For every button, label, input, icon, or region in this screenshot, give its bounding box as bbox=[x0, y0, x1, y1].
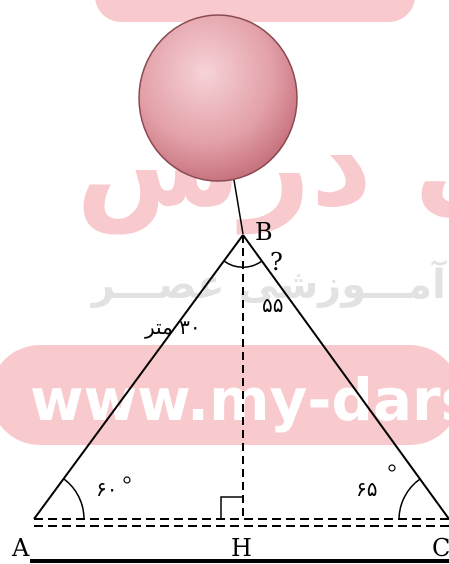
label-C: C bbox=[432, 534, 449, 562]
right-angle-marker bbox=[220, 496, 243, 519]
balloon-shape bbox=[138, 14, 298, 182]
watermark-url: www.my-dars bbox=[30, 366, 449, 434]
angle-C-label: ۶۵ bbox=[356, 477, 377, 501]
side-length-label: ۳۰ متر bbox=[144, 315, 201, 339]
triangle bbox=[33, 234, 449, 520]
label-A: A bbox=[11, 534, 30, 562]
angle-A-arc bbox=[63, 478, 85, 520]
degree-symbol-C bbox=[388, 464, 396, 472]
angle-A-label: ۶۰ bbox=[96, 477, 117, 501]
side-AB bbox=[33, 234, 244, 520]
question-mark: ? bbox=[270, 248, 283, 276]
angle-B-arc bbox=[223, 260, 263, 268]
watermark-url-bar bbox=[0, 345, 449, 445]
ground bbox=[30, 518, 449, 563]
watermark-top-bar bbox=[95, 0, 415, 22]
angle-C-arc bbox=[398, 478, 421, 520]
label-H: H bbox=[231, 534, 252, 562]
balloon-string bbox=[233, 179, 244, 235]
label-B: B bbox=[255, 218, 273, 246]
side-BC bbox=[242, 234, 449, 520]
balloon bbox=[138, 14, 298, 235]
watermark-slogan: وه آمـــوزشی عصـــر bbox=[90, 259, 449, 308]
angle-B-part-label: ۵۵ bbox=[262, 293, 283, 317]
degree-symbol-A bbox=[123, 476, 131, 484]
